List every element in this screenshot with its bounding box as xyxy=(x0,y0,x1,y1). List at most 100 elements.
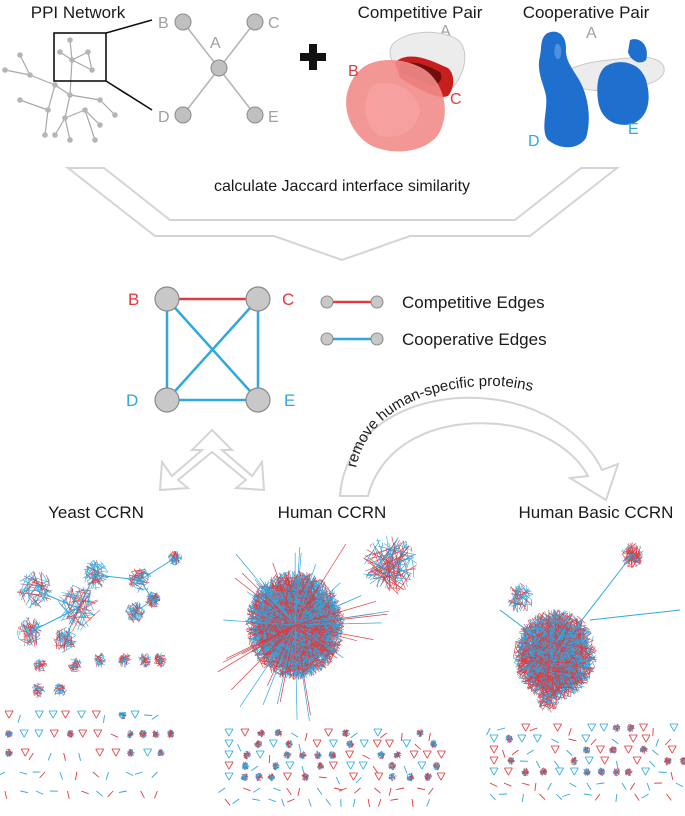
network-edge xyxy=(173,561,176,563)
network-edge xyxy=(140,655,144,665)
network-edge xyxy=(93,729,99,738)
network-edge xyxy=(374,787,381,794)
network-edge xyxy=(40,669,45,672)
network-edge xyxy=(39,662,42,667)
ccrn-node-d xyxy=(154,387,180,413)
network-edge xyxy=(22,624,28,628)
network-edge xyxy=(127,753,130,755)
network-edge xyxy=(17,630,19,640)
network-edge xyxy=(74,771,78,780)
network-edge xyxy=(140,790,145,799)
network-edge xyxy=(63,752,66,761)
network-edge xyxy=(65,595,82,599)
network-edge xyxy=(36,621,40,630)
network-edge xyxy=(19,638,30,645)
competitive-label-c: C xyxy=(450,91,462,108)
network-edge xyxy=(118,658,129,660)
network-edge xyxy=(24,748,30,757)
network-edge xyxy=(146,598,150,600)
competitive-label-b: B xyxy=(348,63,359,80)
network-edge xyxy=(7,755,10,758)
network-edge xyxy=(352,798,356,807)
network-edge xyxy=(120,657,123,665)
network-edge xyxy=(409,750,415,759)
network-edge xyxy=(374,772,380,781)
star-node-d xyxy=(174,106,192,124)
network-edge xyxy=(395,775,397,777)
network-edge xyxy=(146,587,149,590)
ccrn-label-b: B xyxy=(128,290,139,309)
ppi-network-title: PPI Network xyxy=(31,3,126,22)
network-edge xyxy=(33,619,37,646)
network-edge xyxy=(251,765,259,771)
network-edge xyxy=(224,798,231,806)
legend-cooperative-label: Cooperative Edges xyxy=(402,330,547,349)
network-edge xyxy=(65,601,82,627)
competitive-label-a: A xyxy=(440,23,451,40)
network-edge xyxy=(28,752,34,760)
network-edge xyxy=(77,665,81,668)
network-edge xyxy=(69,730,73,735)
network-edge xyxy=(9,751,13,753)
network-edge xyxy=(437,750,442,759)
network-edge xyxy=(31,602,40,606)
network-edge xyxy=(411,798,414,807)
network-edge xyxy=(287,772,292,781)
network-edge xyxy=(440,772,446,781)
network-edge xyxy=(333,787,343,791)
network-edge xyxy=(329,739,334,748)
network-edge xyxy=(25,593,33,606)
network-edge xyxy=(36,620,41,628)
network-edge xyxy=(38,595,50,604)
network-edge xyxy=(57,686,66,689)
ccrn-label-d: D xyxy=(126,391,138,410)
network-edge xyxy=(147,605,158,607)
ccrn-example-graph: B C D E xyxy=(126,286,295,413)
network-edge xyxy=(92,560,105,570)
network-edge xyxy=(158,751,163,756)
network-edge xyxy=(228,750,234,759)
network-edge xyxy=(167,731,170,735)
network-edge xyxy=(242,787,251,792)
network-edge xyxy=(35,577,49,583)
network-edge xyxy=(102,657,107,661)
network-edge xyxy=(132,607,138,612)
ccrn-label-c: C xyxy=(282,290,294,309)
network-edge xyxy=(153,593,157,599)
network-edge xyxy=(151,714,159,720)
network-edge xyxy=(128,751,132,756)
network-edge xyxy=(28,577,51,587)
network-edge xyxy=(141,732,147,738)
network-edge xyxy=(95,748,101,757)
network-edge xyxy=(71,634,73,636)
network-edge xyxy=(41,659,48,666)
network-edge xyxy=(20,619,26,624)
network-edge xyxy=(37,690,42,695)
network-edge xyxy=(36,687,46,692)
network-edge xyxy=(100,659,106,663)
network-edge xyxy=(283,772,288,781)
network-edge xyxy=(134,771,143,775)
network-edge xyxy=(135,571,146,577)
network-edge xyxy=(123,654,131,657)
network-edge xyxy=(29,601,33,609)
star-label-c: C xyxy=(268,15,280,32)
split-arrow xyxy=(158,428,266,492)
cooperative-pair-panel: Cooperative Pair A D E xyxy=(523,3,665,150)
network-edge xyxy=(373,728,379,737)
network-edge xyxy=(33,570,37,583)
network-edge xyxy=(21,638,32,641)
network-edge xyxy=(22,578,37,598)
network-edge xyxy=(345,750,350,759)
network-edge xyxy=(122,717,126,720)
network-edge xyxy=(253,787,261,793)
network-edge xyxy=(329,761,334,770)
network-edge xyxy=(78,729,84,738)
cooperative-label-d: D xyxy=(528,133,540,150)
network-edge xyxy=(85,572,97,580)
network-edge xyxy=(133,572,137,581)
network-edge xyxy=(142,654,144,657)
network-edge xyxy=(228,772,234,781)
network-edge xyxy=(95,710,101,719)
zoom-connector-top xyxy=(105,19,153,34)
